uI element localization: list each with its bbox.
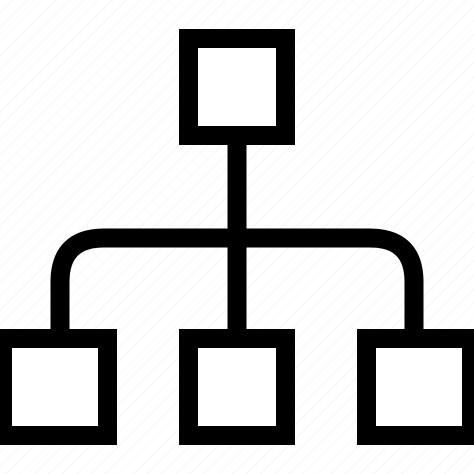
bottom-left-node: [0, 329, 117, 445]
connector-lines: [50, 142, 424, 336]
top-node: [179, 29, 295, 145]
bottom-right-node: [357, 329, 474, 445]
bottom-center-node: [179, 329, 295, 445]
branch-connector: [50, 228, 424, 336]
